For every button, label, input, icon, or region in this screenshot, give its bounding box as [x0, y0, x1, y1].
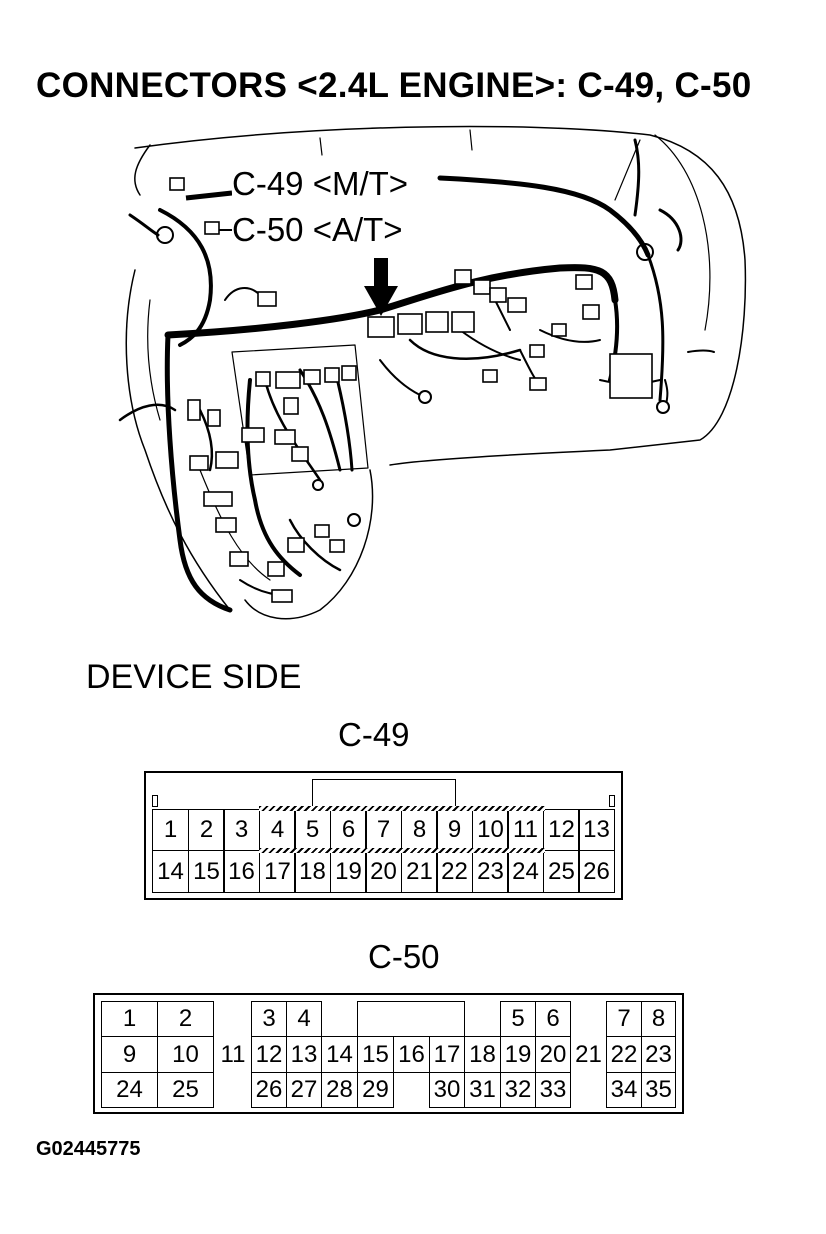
pin-c50-9: 9 [101, 1036, 158, 1073]
connector-c50-pin-grid: 1 2 3 4 5 6 7 8 9 10 11 12 13 14 15 16 1… [101, 1001, 676, 1108]
pin-c49-3: 3 [223, 809, 260, 851]
pin-c50-2: 2 [157, 1001, 214, 1037]
pin-c50-24: 24 [101, 1072, 158, 1108]
connector-c49-hatch-top [259, 806, 545, 811]
connector-c49-key [312, 779, 456, 809]
pin-c50-25: 25 [157, 1072, 214, 1108]
pin-c50-21: 21 [575, 1040, 602, 1068]
pin-c50-20: 20 [535, 1036, 571, 1073]
pin-c49-21: 21 [401, 850, 438, 893]
pin-c50-3: 3 [251, 1001, 287, 1037]
pin-c50-32: 32 [500, 1072, 536, 1108]
connector-c49-title: C-49 [338, 716, 410, 753]
pin-c49-15: 15 [188, 850, 225, 893]
pin-c49-19: 19 [330, 850, 367, 893]
callout-c50-at: C-50 <A/T> [232, 211, 403, 248]
pin-c50-34: 34 [606, 1072, 642, 1108]
pin-c49-8: 8 [401, 809, 438, 851]
connector-c50-blank-top [357, 1001, 465, 1037]
pin-c49-22: 22 [436, 850, 473, 893]
pin-c50-5: 5 [500, 1001, 536, 1037]
pin-c50-27: 27 [286, 1072, 322, 1108]
pin-c50-29: 29 [357, 1072, 394, 1108]
pin-c50-26: 26 [251, 1072, 287, 1108]
device-side-label: DEVICE SIDE [86, 658, 302, 696]
pin-c49-23: 23 [472, 850, 509, 893]
connector-c49-right-tab [609, 795, 615, 807]
pin-c49-24: 24 [507, 850, 544, 893]
pin-c50-4: 4 [286, 1001, 322, 1037]
pin-c49-5: 5 [294, 809, 331, 851]
pin-c50-7: 7 [606, 1001, 642, 1037]
harness-illustration [118, 125, 747, 620]
pin-c50-35: 35 [641, 1072, 676, 1108]
pin-c49-4: 4 [259, 809, 296, 851]
pin-c50-28: 28 [321, 1072, 358, 1108]
page-title: CONNECTORS <2.4L ENGINE>: C-49, C-50 [36, 66, 752, 105]
pin-c49-17: 17 [259, 850, 296, 893]
pin-c49-2: 2 [188, 809, 225, 851]
pin-c50-12: 12 [251, 1036, 287, 1073]
connector-c50-title: C-50 [368, 938, 440, 975]
connector-c49-left-tab [152, 795, 158, 807]
pin-c50-10: 10 [157, 1036, 214, 1073]
pin-c49-12: 12 [543, 809, 580, 851]
pin-c49-11: 11 [507, 809, 544, 851]
pin-c49-1: 1 [152, 809, 189, 851]
connector-c49-hatch-mid [259, 848, 545, 853]
pin-c50-15: 15 [357, 1036, 394, 1073]
pin-c50-22: 22 [606, 1036, 642, 1073]
connector-c49: 1 2 3 4 5 6 7 8 9 10 11 12 13 14 15 16 1… [144, 771, 623, 900]
pin-c50-6: 6 [535, 1001, 571, 1037]
pin-c49-7: 7 [365, 809, 402, 851]
pin-c50-23: 23 [641, 1036, 676, 1073]
pin-c50-11: 11 [220, 1040, 246, 1068]
pin-c50-30: 30 [429, 1072, 465, 1108]
connector-c50: 1 2 3 4 5 6 7 8 9 10 11 12 13 14 15 16 1… [93, 993, 684, 1114]
pin-c49-26: 26 [578, 850, 615, 893]
pin-c50-1: 1 [101, 1001, 158, 1037]
pin-c50-17: 17 [429, 1036, 465, 1073]
pin-c50-18: 18 [464, 1036, 501, 1073]
pin-c50-13: 13 [286, 1036, 322, 1073]
pin-c49-18: 18 [294, 850, 331, 893]
pin-c49-16: 16 [223, 850, 260, 893]
pin-c49-25: 25 [543, 850, 580, 893]
pin-c49-13: 13 [578, 809, 615, 851]
pin-c50-33: 33 [535, 1072, 571, 1108]
pin-c49-6: 6 [330, 809, 367, 851]
pin-c50-8: 8 [641, 1001, 676, 1037]
pin-c49-9: 9 [436, 809, 473, 851]
figure-id: G02445775 [36, 1138, 141, 1160]
pin-c50-31: 31 [464, 1072, 501, 1108]
pin-c50-16: 16 [393, 1036, 430, 1073]
pin-c50-19: 19 [500, 1036, 536, 1073]
callout-c49-mt: C-49 <M/T> [232, 165, 409, 202]
pin-c49-20: 20 [365, 850, 402, 893]
pin-c49-10: 10 [472, 809, 509, 851]
pin-c49-14: 14 [152, 850, 189, 893]
pin-c50-14: 14 [321, 1036, 358, 1073]
